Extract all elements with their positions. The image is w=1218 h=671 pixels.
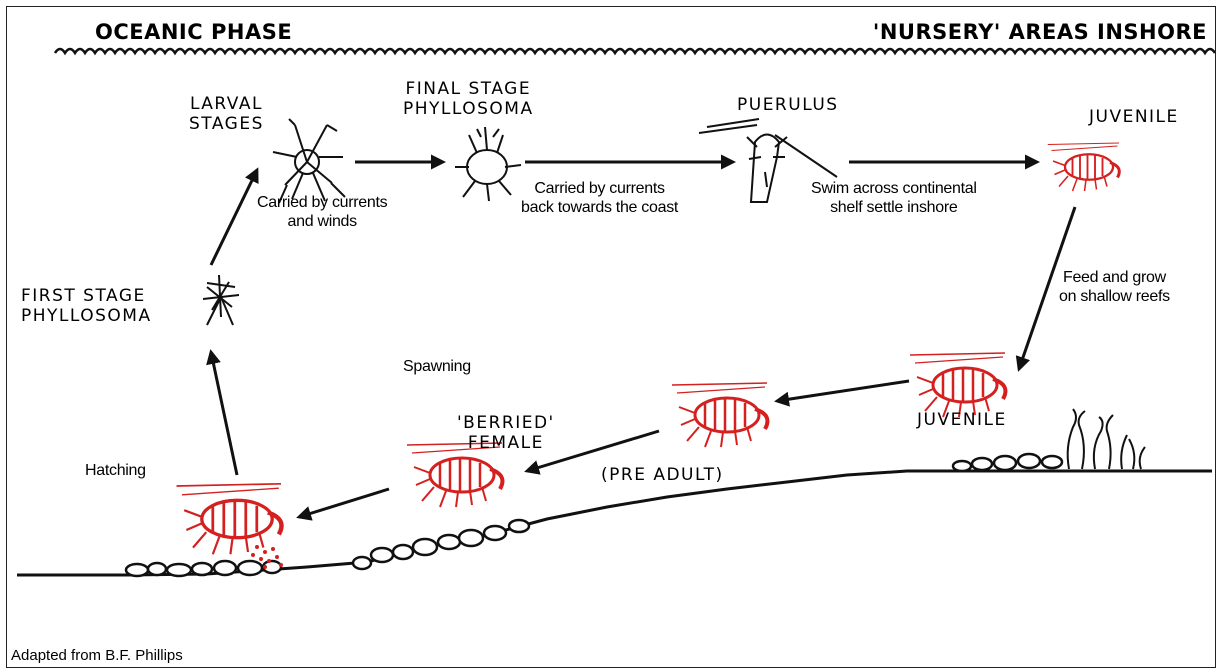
note-currents-winds: Carried by currents and winds <box>257 193 387 231</box>
juvenile-label-top: JUVENILE <box>1089 107 1179 127</box>
juvenile-lobster-reef <box>910 353 1005 417</box>
oceanic-phase-heading: OCEANIC PHASE <box>95 20 292 44</box>
pre-adult-label: (PRE ADULT) <box>601 465 724 485</box>
puerulus-label: PUERULUS <box>737 95 839 115</box>
arrow-hatch-up <box>211 352 237 475</box>
note-back-to-coast: Carried by currents back towards the coa… <box>521 179 678 217</box>
final-phyllosoma-drawing <box>455 127 521 201</box>
spawning-lobster <box>177 484 282 554</box>
arrow-juvenile-to-preadult <box>777 381 909 401</box>
first-stage-phyllosoma-drawing <box>203 275 239 325</box>
arrow-first-to-larval <box>211 170 257 265</box>
note-spawning: Spawning <box>403 357 471 376</box>
diagram-frame: OCEANIC PHASE 'NURSERY' AREAS INSHORE LA… <box>6 6 1216 668</box>
juvenile-lobster-top <box>1048 143 1120 191</box>
source-credit: Adapted from B.F. Phillips <box>11 647 183 664</box>
nursery-areas-heading: 'NURSERY' AREAS INSHORE <box>873 20 1207 44</box>
berried-female-label: 'BERRIED' FEMALE <box>457 413 555 453</box>
first-stage-phyllosoma-label: FIRST STAGE PHYLLOSOMA <box>21 286 152 326</box>
pre-adult-lobster <box>672 383 767 447</box>
note-hatching: Hatching <box>85 461 146 480</box>
note-swim-across: Swim across continental shelf settle ins… <box>811 179 977 217</box>
juvenile-label-reef: JUVENILE <box>917 410 1007 430</box>
sea-surface-wave <box>55 49 1215 53</box>
note-feed-grow: Feed and grow on shallow reefs <box>1059 268 1170 306</box>
arrow-berried-to-hatch <box>299 489 389 517</box>
final-stage-phyllosoma-label: FINAL STAGE PHYLLOSOMA <box>403 79 534 119</box>
seaweed <box>1068 409 1145 469</box>
seabed-profile <box>17 471 1212 575</box>
larval-stages-label: LARVAL STAGES <box>189 94 264 134</box>
larval-stages-drawing <box>273 119 345 203</box>
